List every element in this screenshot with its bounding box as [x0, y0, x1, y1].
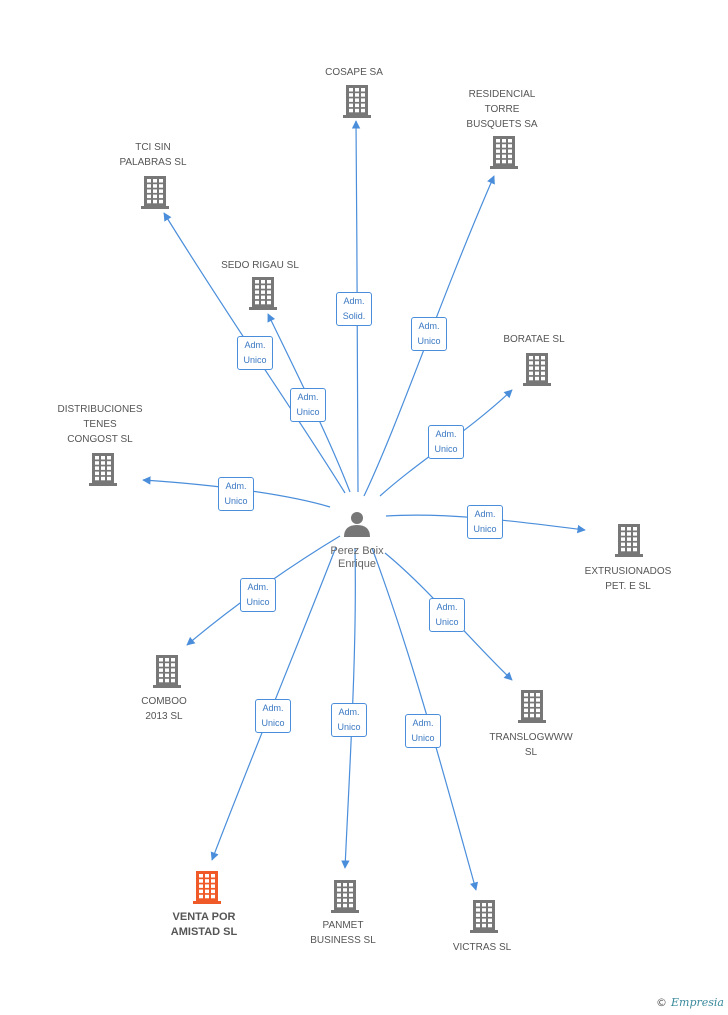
building-icon-residencial[interactable] — [490, 136, 518, 169]
building-icon-distribuciones[interactable] — [89, 453, 117, 486]
role-badge-residencial: Adm. Unico — [411, 317, 447, 351]
building-icon-cosape[interactable] — [343, 85, 371, 118]
building-icon-tci[interactable] — [141, 176, 169, 209]
role-badge-distribuciones: Adm. Unico — [218, 477, 254, 511]
building-icon-extrusionados[interactable] — [615, 524, 643, 557]
building-icon-comboo[interactable] — [153, 655, 181, 688]
company-label-cosape[interactable]: COSAPE SA — [325, 67, 383, 78]
company-label-boratae[interactable]: BORATAE SL — [503, 334, 565, 345]
brand-name: Empresia — [671, 996, 724, 1009]
company-label-venta[interactable]: VENTA POR AMISTAD SL — [170, 911, 238, 938]
role-badge-extrusionados: Adm. Unico — [467, 505, 503, 539]
company-label-panmet[interactable]: PANMET BUSINESS SL — [310, 920, 376, 946]
role-badge-cosape: Adm. Solid. — [336, 292, 372, 326]
edge-victras — [371, 547, 479, 891]
brand-logo[interactable]: © Empresia — [656, 996, 724, 1009]
company-label-tci[interactable]: TCI SIN PALABRAS SL — [119, 142, 187, 168]
role-badge-victras: Adm. Unico — [405, 714, 441, 748]
building-icon-sedo[interactable] — [249, 277, 277, 310]
company-label-comboo[interactable]: COMBOO 2013 SL — [141, 696, 187, 722]
edge-residencial — [363, 175, 495, 497]
building-icon-panmet[interactable] — [331, 880, 359, 913]
building-icon-venta[interactable] — [193, 871, 221, 904]
building-icon-victras[interactable] — [470, 900, 498, 933]
building-icon-translog[interactable] — [518, 690, 546, 723]
role-badge-sedo: Adm. Unico — [290, 388, 326, 422]
role-badge-boratae: Adm. Unico — [428, 425, 464, 459]
role-badge-panmet: Adm. Unico — [331, 703, 367, 737]
company-label-translog[interactable]: TRANSLOGWWW SL — [489, 732, 573, 758]
edge-cosape — [351, 120, 361, 493]
role-badge-comboo: Adm. Unico — [240, 578, 276, 612]
role-badge-venta: Adm. Unico — [255, 699, 291, 733]
center-person-name[interactable]: Perez Boix Enrique — [330, 545, 384, 570]
company-label-extrusionados[interactable]: EXTRUSIONADOS PET. E SL — [584, 566, 672, 592]
copyright-symbol: © — [656, 996, 667, 1009]
company-label-sedo[interactable]: SEDO RIGAU SL — [221, 260, 299, 271]
company-label-distribuciones[interactable]: DISTRIBUCIONES TENES CONGOST SL — [57, 404, 143, 445]
role-badge-tci: Adm. Unico — [237, 336, 273, 370]
building-icon-boratae[interactable] — [523, 353, 551, 386]
role-badge-translog: Adm. Unico — [429, 598, 465, 632]
person-icon — [344, 512, 370, 537]
company-label-victras[interactable]: VICTRAS SL — [452, 942, 512, 953]
company-label-residencial[interactable]: RESIDENCIAL TORRE BUSQUETS SA — [466, 89, 538, 130]
